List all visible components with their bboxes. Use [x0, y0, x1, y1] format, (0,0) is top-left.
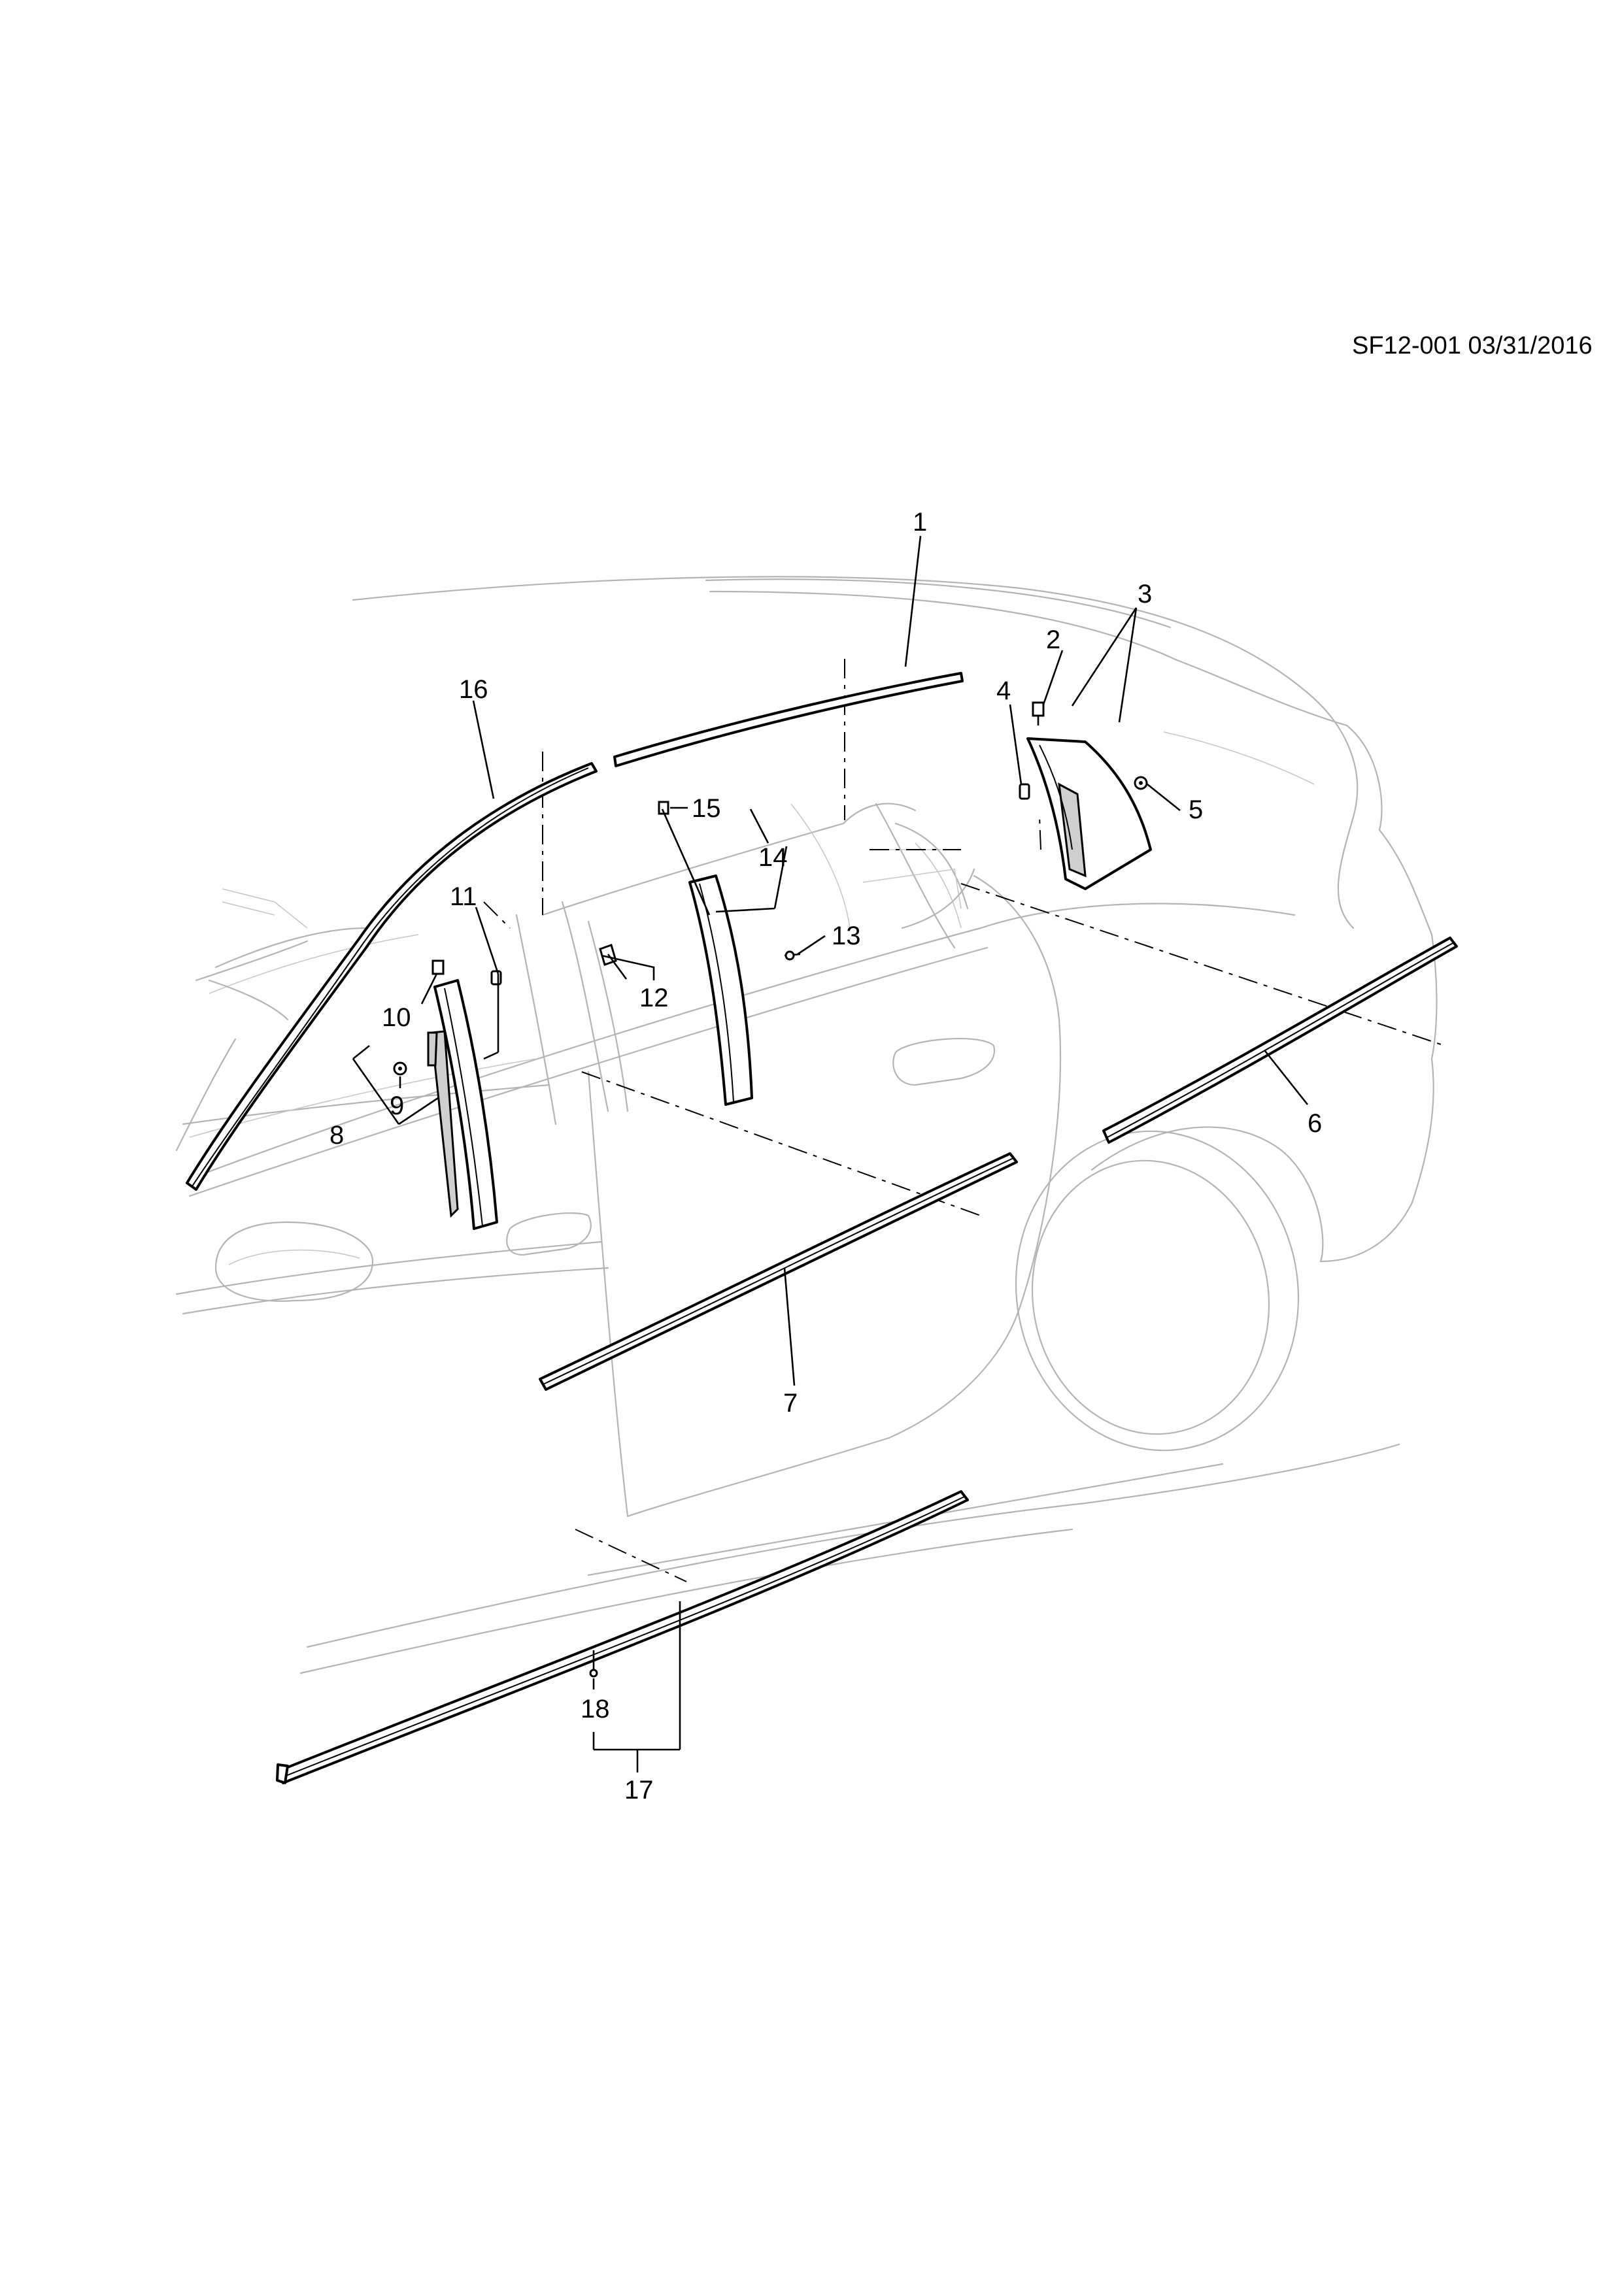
callout-leaders	[352, 535, 1309, 1772]
callout-16: 16	[459, 675, 488, 704]
callout-12: 12	[639, 984, 669, 1012]
callout-2: 2	[1046, 625, 1060, 654]
vehicle-body-outline	[175, 576, 1438, 1674]
screw-13	[784, 950, 801, 961]
callout-17: 17	[624, 1776, 654, 1805]
front-door-belt-molding	[539, 1152, 1018, 1391]
center-pillar-applique	[688, 874, 753, 1106]
callout-labels: 1 2 3 4 5 6 7 8 9 10 11 12 13 14 15 16 1…	[329, 508, 1322, 1805]
callout-15: 15	[692, 794, 721, 823]
nut-9	[393, 1061, 407, 1076]
rocker-molding	[276, 1490, 969, 1784]
callout-5: 5	[1189, 795, 1203, 824]
callout-13: 13	[832, 922, 861, 950]
document-id: SF12-001 03/31/2016	[1352, 332, 1593, 359]
callout-18: 18	[581, 1695, 610, 1723]
callout-3: 3	[1138, 580, 1152, 608]
callout-9: 9	[390, 1091, 404, 1120]
callout-1: 1	[913, 508, 927, 537]
roof-drip-molding	[186, 672, 964, 1191]
clip-10	[431, 959, 445, 975]
clip-2	[1032, 701, 1045, 725]
callout-7: 7	[783, 1389, 798, 1418]
front-pillar-applique	[427, 979, 498, 1230]
alignment-lines	[483, 659, 1445, 1582]
rear-door-belt-molding	[1102, 937, 1458, 1144]
nut-5	[1134, 776, 1148, 790]
rear-quarter-molding	[1026, 737, 1152, 890]
callout-8: 8	[329, 1121, 344, 1150]
callout-11: 11	[450, 882, 477, 911]
clip-11	[490, 970, 502, 986]
clip-4	[1019, 783, 1030, 800]
fastener-18	[589, 1650, 598, 1678]
callout-6: 6	[1308, 1109, 1322, 1138]
callout-14: 14	[758, 843, 788, 872]
callout-10: 10	[382, 1003, 411, 1032]
callout-4: 4	[996, 676, 1011, 705]
